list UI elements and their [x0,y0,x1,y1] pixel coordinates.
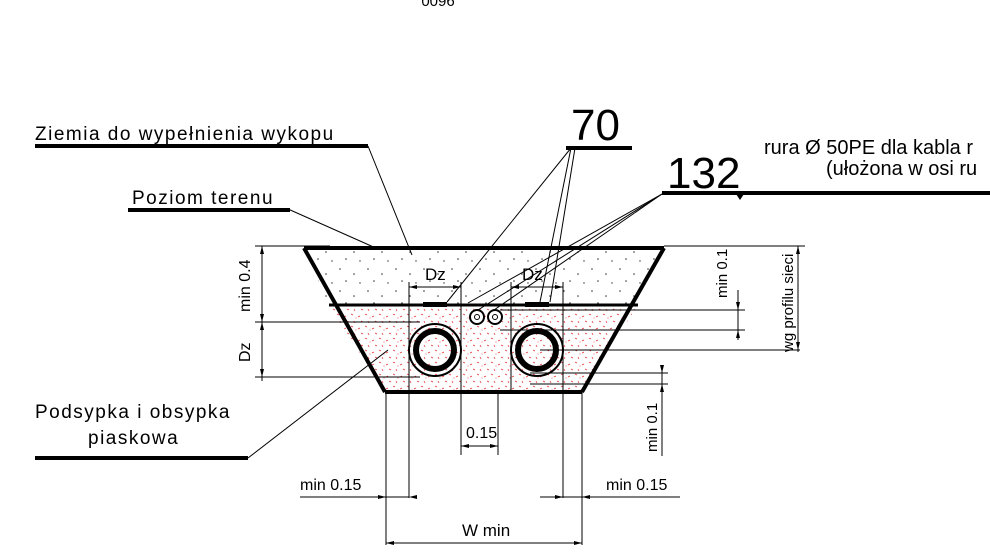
cable-pipe-label-line2: (ułożona w osi ru [826,158,977,180]
trench-outline [302,246,666,394]
dim-min-01-top: min 0.1 [714,249,731,298]
dim-w-min: W min [462,521,510,540]
bedding-label-line1: Podsypka i obsypka [35,402,231,423]
reference-number-132: 132 [667,149,740,198]
dimension-arrows [260,246,800,545]
dim-min-015-right: min 0.15 [606,477,667,494]
sand-bedding-area [329,305,638,392]
dim-network-profile: wg profilu sieci [780,254,797,353]
dim-min-04: min 0.4 [237,259,254,312]
warning-tape-left [423,302,447,307]
reference-number-70: 70 [571,101,620,150]
label-underlines [35,144,990,460]
fill-soil-area [304,248,664,305]
dim-dz-right: Dz [522,265,543,284]
dim-dz-left: Dz [425,265,446,284]
bedding-label-line2: piaskowa [88,428,179,449]
warning-tape-right [525,302,549,307]
cable-pipe-right [487,309,503,325]
dim-gap-015: 0.15 [466,425,497,442]
dim-dz-vertical: Dz [237,342,254,362]
cable-pipe-left [469,309,485,325]
dim-min-01-bottom: min 0.1 [644,403,661,452]
top-fragment-text: 0096 [421,0,454,10]
cable-pipe-label-line1: rura Ø 50PE dla kabla r [764,137,973,159]
leader-lines [247,145,663,459]
dimension-lines [255,245,805,545]
underline-tick [736,194,744,200]
ground-level-label: Poziom terenu [132,188,274,209]
dim-min-015-left: min 0.15 [300,477,361,494]
fill-soil-label: Ziemia do wypełnienia wykopu [35,124,335,145]
